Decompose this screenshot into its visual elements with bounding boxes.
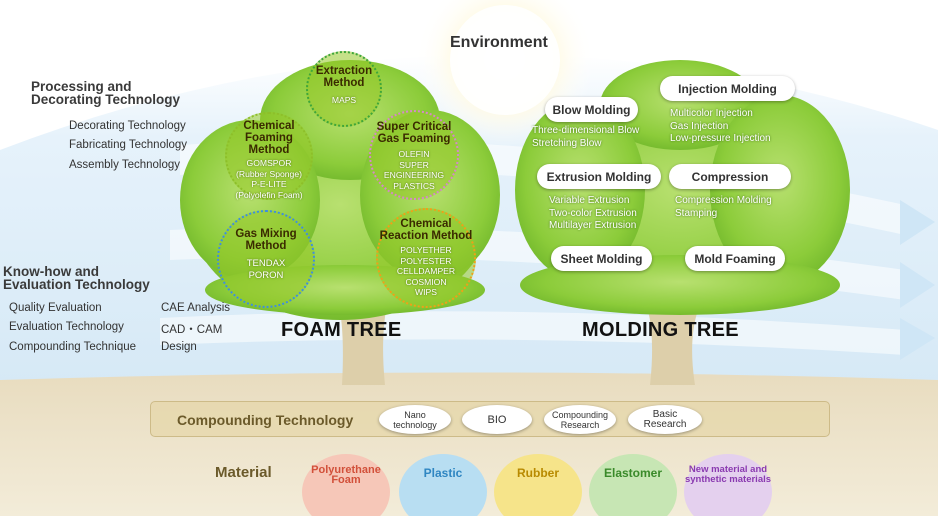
knowhow-item: CAD・CAM — [161, 324, 223, 336]
material-text: Polyurethane — [311, 464, 381, 476]
material-text: synthetic materials — [684, 474, 772, 485]
oval-text: Compounding — [551, 409, 609, 420]
circle-item: COSMION — [405, 276, 447, 287]
compounding-research-button[interactable]: Compounding Research — [544, 405, 616, 434]
oval-text: technology — [393, 419, 437, 430]
arrow-head — [900, 200, 935, 245]
material-label: Material — [215, 464, 272, 481]
blow-item: Three-dimensional Blow — [532, 125, 640, 136]
circle-item: POLYETHER — [400, 245, 452, 255]
circle-item: GOMSPOR — [246, 158, 292, 168]
molding-tree-title: MOLDING TREE — [582, 319, 739, 341]
circle-title: Chemical — [243, 120, 295, 132]
molding-tree-trunk — [648, 310, 698, 385]
oval-text: Nano — [404, 409, 426, 420]
basic-research-button[interactable]: Basic Research — [628, 405, 702, 434]
extraction-method-circle[interactable]: Extraction Method MAPS — [306, 51, 382, 127]
processing-item: Fabricating Technology — [69, 139, 188, 151]
circle-title: Gas Foaming — [377, 133, 451, 145]
oval-text: Research — [560, 419, 600, 430]
extrusion-item: Two-color Extrusion — [549, 207, 637, 219]
material-new-synthetic[interactable]: New material and synthetic materials — [684, 454, 772, 516]
extrusion-item: Variable Extrusion — [549, 195, 630, 206]
mold-foaming-button[interactable]: Mold Foaming — [685, 246, 785, 271]
foam-tree-title: FOAM TREE — [281, 319, 402, 341]
material-elastomer[interactable]: Elastomer — [589, 454, 677, 516]
circle-title: Method — [245, 240, 287, 252]
nano-technology-button[interactable]: Nano technology — [379, 405, 451, 434]
material-plastic[interactable]: Plastic — [399, 454, 487, 516]
oval-text: Basic — [652, 408, 678, 420]
knowhow-item: Design — [161, 341, 197, 353]
circle-item: PORON — [248, 270, 284, 281]
injection-item: Multicolor Injection — [670, 108, 753, 119]
circle-title: Gas Mixing — [235, 228, 297, 240]
oval-text: BIO — [487, 413, 507, 426]
circle-title: Reaction Method — [379, 230, 473, 242]
foam-tree-trunk — [338, 300, 388, 385]
material-text: Elastomer — [603, 466, 663, 480]
gas-mixing-circle[interactable]: Gas Mixing Method TENDAX PORON — [217, 210, 315, 308]
circle-title: Super Critical — [376, 121, 452, 133]
knowhow-title-line2: Evaluation Technology — [3, 277, 150, 292]
material-rubber[interactable]: Rubber — [494, 454, 582, 516]
material-polyurethane-foam[interactable]: Polyurethane Foam — [302, 454, 390, 516]
knowhow-item: Quality Evaluation — [9, 302, 102, 314]
arrow-head — [900, 318, 935, 360]
processing-title-line1: Processing and — [31, 79, 132, 94]
circle-item: POLYESTER — [400, 255, 452, 266]
extrusion-molding-items: Variable Extrusion Two-color Extrusion M… — [549, 195, 637, 233]
injection-molding-button[interactable]: Injection Molding — [660, 76, 795, 101]
circle-title: Method — [323, 77, 365, 89]
sun-core — [450, 5, 560, 115]
circle-item: ENGINEERING — [383, 170, 445, 180]
material-text: Rubber — [517, 466, 559, 480]
processing-item: Decorating Technology — [69, 120, 186, 132]
material-text: Foam — [331, 474, 361, 486]
injection-molding-items: Multicolor Injection Gas Injection Low-p… — [670, 108, 771, 146]
circle-item: CELLDAMPER — [396, 266, 456, 276]
blow-item: Stretching Blow — [532, 137, 602, 149]
circle-item: WIPS — [415, 287, 437, 297]
circle-item: SUPER — [399, 159, 429, 170]
compression-items: Compression Molding Stamping — [675, 195, 772, 220]
bio-button[interactable]: BIO — [462, 405, 532, 434]
arrow-head — [900, 262, 935, 308]
processing-item: Assembly Technology — [69, 159, 181, 171]
circle-item: P-E-LITE — [251, 179, 287, 189]
circle-item: PLASTICS — [393, 180, 435, 191]
material-text: New material and — [688, 464, 768, 475]
knowhow-title-line1: Know-how and — [3, 264, 99, 279]
compounding-technology-label: Compounding Technology — [177, 412, 354, 428]
extrusion-item: Multilayer Extrusion — [549, 220, 637, 231]
circle-title: Chemical — [400, 218, 452, 230]
processing-title-line2: Decorating Technology — [31, 92, 181, 107]
chemical-foaming-circle[interactable]: Chemical Foaming Method GOMSPOR (Rubber … — [225, 112, 313, 200]
extrusion-molding-button[interactable]: Extrusion Molding — [537, 164, 661, 189]
circle-item: OLEFIN — [398, 149, 430, 159]
super-critical-circle[interactable]: Super Critical Gas Foaming OLEFIN SUPER … — [369, 110, 459, 200]
blow-molding-items: Three-dimensional Blow Stretching Blow — [532, 125, 639, 150]
circle-item: (Rubber Sponge) — [236, 168, 302, 179]
knowhow-item: Compounding Technique — [9, 341, 137, 353]
compression-button[interactable]: Compression — [669, 164, 791, 189]
injection-item: Low-pressure Injection — [670, 133, 771, 144]
material-text: Plastic — [423, 466, 463, 480]
oval-text: Research — [643, 418, 687, 430]
knowhow-item: Evaluation Technology — [9, 321, 124, 333]
circle-item: (Polyolefin Foam) — [235, 189, 303, 200]
circle-item: TENDAX — [246, 258, 286, 269]
chemical-reaction-circle[interactable]: Chemical Reaction Method POLYETHER POLYE… — [376, 208, 476, 308]
circle-title: Extraction — [315, 65, 373, 77]
blow-molding-button[interactable]: Blow Molding — [545, 97, 638, 122]
injection-item: Gas Injection — [670, 120, 729, 132]
sheet-molding-button[interactable]: Sheet Molding — [551, 246, 652, 271]
knowhow-item: CAE Analysis — [161, 302, 231, 314]
environment-label: Environment — [450, 34, 548, 51]
compression-item: Compression Molding — [675, 195, 772, 206]
compression-item: Stamping — [675, 207, 718, 219]
circle-title: Foaming Method — [245, 132, 293, 156]
circle-item: MAPS — [331, 95, 357, 105]
